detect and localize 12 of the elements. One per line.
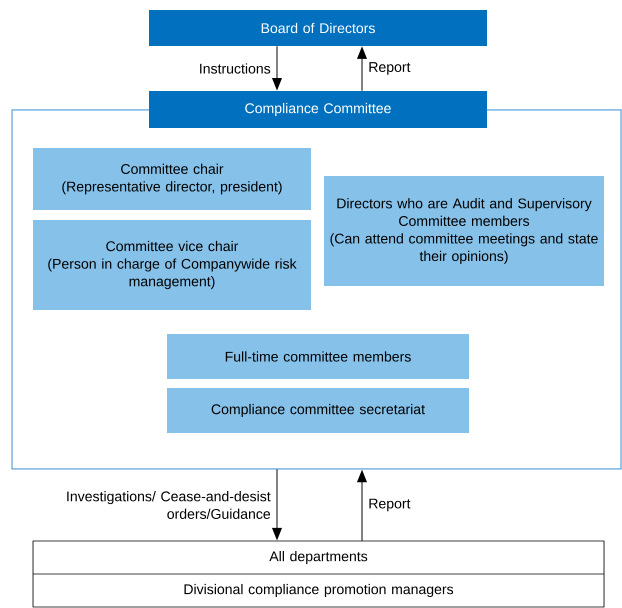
edge-label: Report	[369, 498, 410, 512]
member-box: Compliance committee secretariat	[167, 388, 469, 433]
department-box: All departments Divisional compliance promotion managers	[32, 540, 604, 608]
edge-label: Investigations/ Cease-and-desist orders/Guidance	[67, 491, 271, 519]
edge-label: Report	[369, 62, 410, 75]
header-box: Compliance Committee	[149, 90, 487, 128]
header-box: Board of Directors	[149, 10, 487, 46]
edge-label: Instructions	[200, 63, 270, 74]
member-box: Committee chair (Representative director, president)	[33, 148, 311, 210]
member-box: Full-time committee members	[167, 334, 469, 379]
member-box: Committee vice chair (Person in charge of Companywide risk management)	[33, 220, 311, 310]
member-box: Directors who are Audit and Supervisory Committee members (Can attend committee meetings and state their opinions)	[324, 176, 604, 286]
